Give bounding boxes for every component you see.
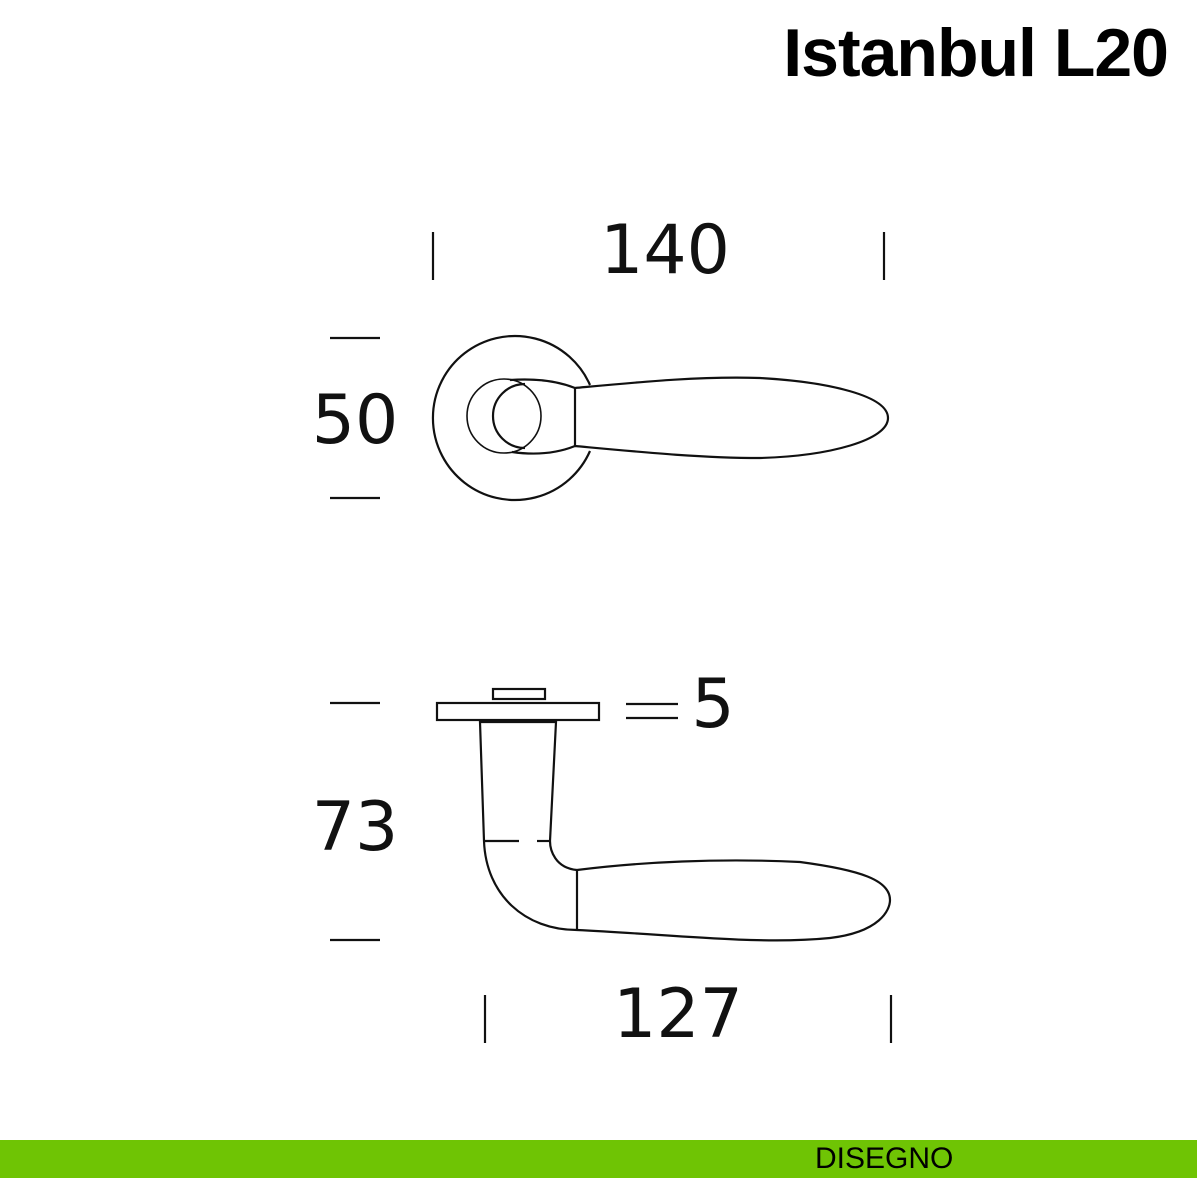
dim-5: 5 <box>691 665 734 744</box>
footer-label: DISEGNO <box>815 1142 954 1175</box>
product-title: Istanbul L20 <box>783 15 1169 91</box>
dim-50: 50 <box>312 381 399 460</box>
footer-bar: DISEGNO <box>0 1140 1197 1178</box>
rose-plate <box>435 701 601 722</box>
lever-body <box>478 720 892 942</box>
side-view: 73 5 127 <box>312 665 893 1054</box>
top-view: 140 50 <box>312 211 890 502</box>
dim-127: 127 <box>613 975 743 1054</box>
lever-grip-top <box>509 376 890 460</box>
lever-neck <box>491 382 526 450</box>
rose-cap <box>491 687 547 701</box>
dim-140: 140 <box>600 211 730 290</box>
dim-73: 73 <box>312 788 399 867</box>
rose-circle <box>431 334 592 502</box>
rose-inner-ring <box>466 378 542 454</box>
